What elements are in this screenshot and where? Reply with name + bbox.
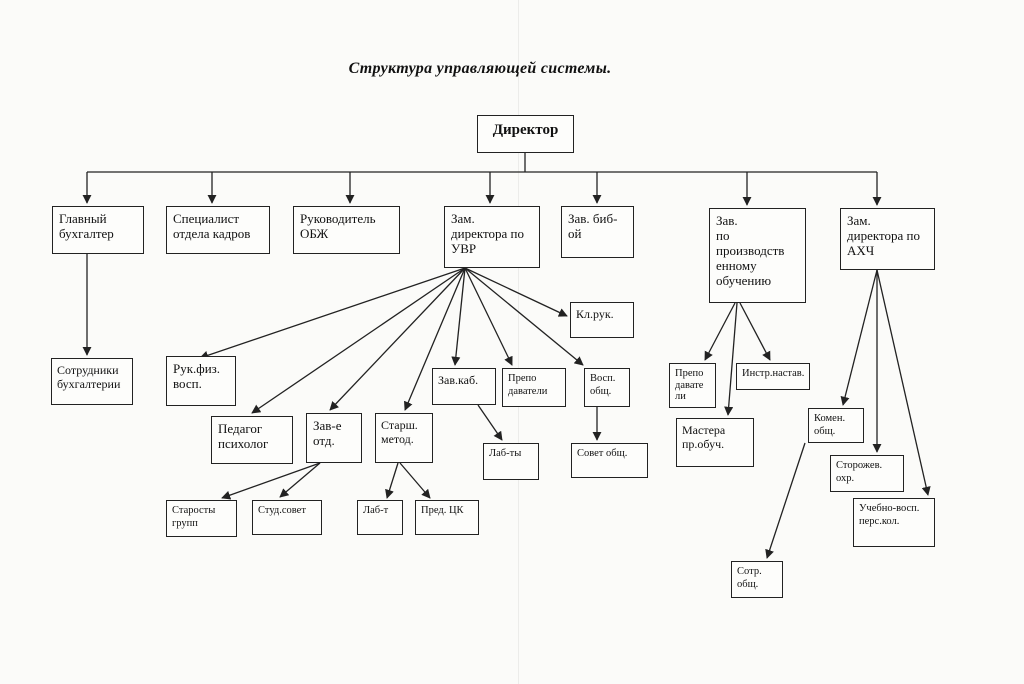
link-uvr-senior-methodist: [403, 267, 466, 411]
node-dorm-council: Совет общ.: [571, 443, 648, 478]
link-methodist-cc-chair: [399, 462, 431, 499]
node-lab-t: Лаб-т: [357, 500, 403, 535]
paper-fold-line: [518, 0, 519, 684]
link-uvr-dept-heads: [329, 267, 466, 411]
node-psychologist: Педагог психолог: [211, 416, 293, 464]
diagram-title: Структура управляющей системы.: [348, 60, 612, 77]
node-director: Директор: [477, 115, 574, 153]
link-dept-student-council: [279, 462, 321, 498]
node-accounting-staff: Сотрудники бухгалтерии: [51, 358, 133, 405]
node-masters: Мастера пр.обуч.: [676, 418, 754, 467]
node-instructors: Инстр.настав.: [736, 363, 810, 390]
node-deputy-ahch: Зам. директора по АХЧ: [840, 208, 935, 270]
node-guards: Сторожев. охр.: [830, 455, 904, 492]
node-industrial-training-head: Зав. по производств енному обучению: [709, 208, 806, 303]
node-dorm-staff: Сотр. общ.: [731, 561, 783, 598]
link-cabinet-labs: [477, 404, 503, 441]
link-dept-group-heads: [221, 462, 321, 500]
node-labs: Лаб-ты: [483, 443, 539, 480]
link-industrial-training-teachers: [704, 302, 736, 361]
node-dept-heads: Зав-е отд.: [306, 413, 362, 463]
node-chief-accountant: Главный бухгалтер: [52, 206, 144, 254]
node-dorm-educator: Восп. общ.: [584, 368, 630, 407]
link-uvr-cabinet-head: [451, 267, 466, 366]
node-hr-specialist: Специалист отдела кадров: [166, 206, 270, 254]
link-uvr-dorm-educator: [464, 267, 584, 366]
node-pe-head: Рук.физ. восп.: [166, 356, 236, 406]
link-uvr-psychologist: [251, 267, 466, 414]
node-cabinet-head: Зав.каб.: [432, 368, 496, 405]
link-methodist-lab-t: [385, 462, 399, 499]
link-industrial-masters: [724, 302, 738, 416]
node-teachers: Препо даватели: [502, 368, 566, 407]
node-training-teachers: Препо давате ли: [669, 363, 716, 408]
link-uvr-pe-head: [199, 267, 466, 360]
node-group-heads: Старосты групп: [166, 500, 237, 537]
node-library-head: Зав. биб- ой: [561, 206, 634, 258]
link-uvr-class-heads: [464, 267, 568, 317]
node-senior-methodist: Старш. метод.: [375, 413, 433, 463]
node-commandant: Комен. общ.: [808, 408, 864, 443]
link-ahch-support-staff: [876, 269, 931, 496]
node-student-council: Студ.совет: [252, 500, 322, 535]
node-deputy-uvr: Зам. директора по УВР: [444, 206, 540, 268]
node-obzh-head: Руководитель ОБЖ: [293, 206, 400, 254]
link-commandant-dorm-staff: [765, 442, 806, 559]
node-cc-chair: Пред. ЦК: [415, 500, 479, 535]
link-industrial-instructors: [739, 302, 771, 361]
link-uvr-teachers: [464, 267, 513, 366]
link-ahch-commandant: [840, 269, 878, 406]
node-support-staff: Учебно-восп. перс.кол.: [853, 498, 935, 547]
node-class-heads: Кл.рук.: [570, 302, 634, 338]
